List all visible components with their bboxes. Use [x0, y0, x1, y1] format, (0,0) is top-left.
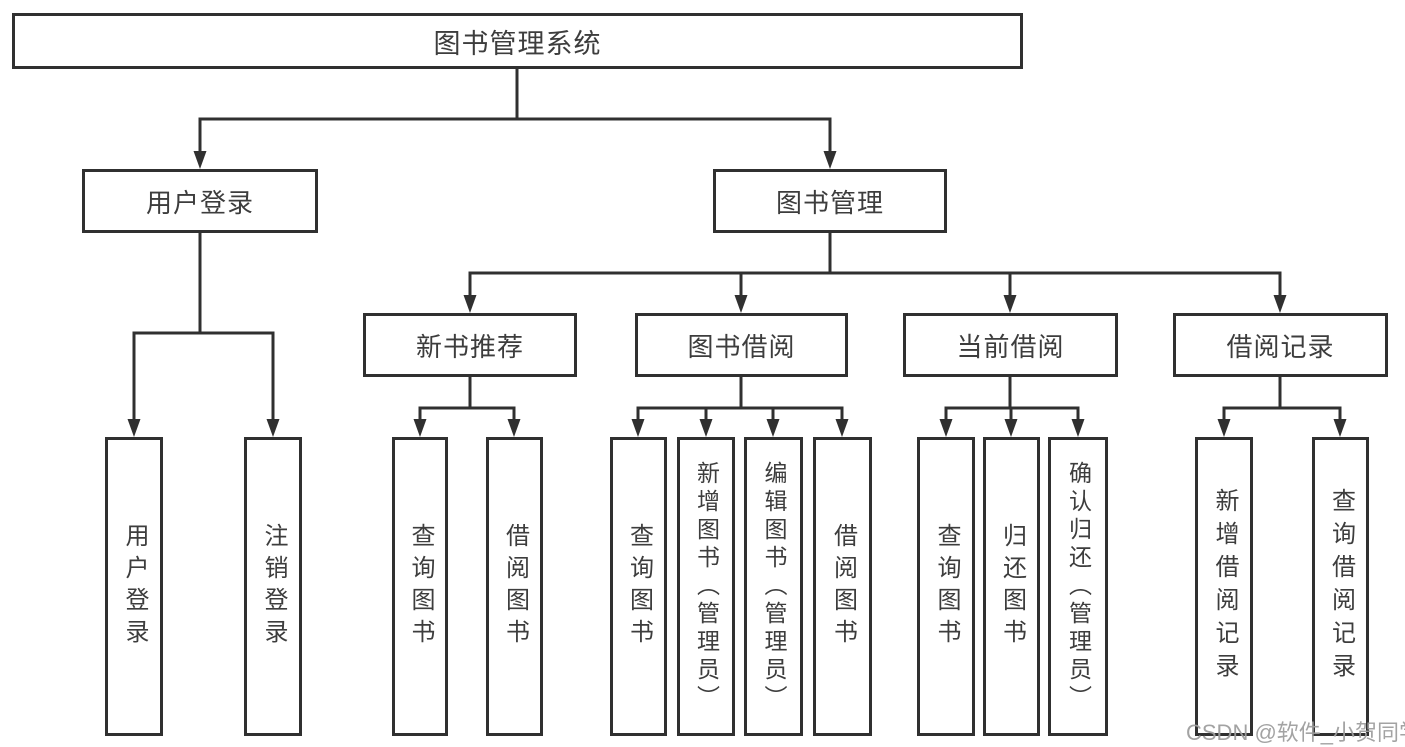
- node-label: 当前借阅: [956, 331, 1065, 362]
- node-label: 图书管理: [775, 187, 884, 218]
- connector-path: [132, 67, 1342, 425]
- node-book-management: 图书管理: [713, 169, 947, 233]
- node-label: 新书推荐: [415, 331, 524, 362]
- leaf-edit-books-admin: 编辑图书（管理员）: [744, 437, 803, 736]
- leaf-label: 新增图书（管理员）: [693, 460, 720, 713]
- node-current-borrowing: 当前借阅: [903, 313, 1118, 377]
- csdn-watermark: CSDN @软件_小贺同学: [1186, 720, 1405, 745]
- leaf-label: 查询图书: [625, 522, 653, 651]
- node-borrowing-records: 借阅记录: [1173, 313, 1388, 377]
- leaf-query-books-recommend: 查询图书: [392, 437, 448, 736]
- arrowheads: [127, 151, 1347, 437]
- leaf-query-books-borrowing: 查询图书: [610, 437, 667, 736]
- leaf-label: 借阅图书: [501, 522, 529, 651]
- leaf-label: 编辑图书（管理员）: [761, 460, 787, 713]
- leaf-label: 用户登录: [121, 522, 148, 651]
- leaf-label: 借阅图书: [829, 522, 857, 651]
- leaf-confirm-return-admin: 确认归还（管理员）: [1048, 437, 1108, 736]
- leaf-label: 查询图书: [933, 522, 960, 651]
- leaf-add-books-admin: 新增图书（管理员）: [677, 437, 735, 736]
- node-label: 用户登录: [145, 187, 254, 218]
- leaf-label: 查询借阅记录: [1327, 487, 1355, 686]
- leaf-add-borrow-record: 新增借阅记录: [1195, 437, 1253, 736]
- node-label: 图书管理系统: [433, 28, 602, 59]
- leaf-label: 确认归还（管理员）: [1065, 460, 1092, 713]
- leaf-borrow-books-recommend: 借阅图书: [486, 437, 543, 736]
- leaf-label: 新增借阅记录: [1211, 487, 1238, 686]
- node-book-borrowing: 图书借阅: [635, 313, 848, 377]
- leaf-user-login: 用户登录: [105, 437, 163, 736]
- leaf-query-borrow-record: 查询借阅记录: [1312, 437, 1369, 736]
- leaf-logout-login: 注销登录: [244, 437, 302, 736]
- node-new-book-recommend: 新书推荐: [363, 313, 577, 377]
- leaf-label: 查询图书: [407, 522, 434, 651]
- node-user-login: 用户登录: [82, 169, 318, 233]
- node-library-management-system: 图书管理系统: [12, 13, 1023, 69]
- node-label: 图书借阅: [687, 331, 796, 362]
- leaf-label: 归还图书: [998, 522, 1026, 651]
- leaf-borrow-books-borrowing: 借阅图书: [813, 437, 872, 736]
- leaf-query-books-current: 查询图书: [917, 437, 975, 736]
- leaf-return-books: 归还图书: [983, 437, 1040, 736]
- node-label: 借阅记录: [1226, 331, 1335, 362]
- leaf-label: 注销登录: [260, 522, 287, 651]
